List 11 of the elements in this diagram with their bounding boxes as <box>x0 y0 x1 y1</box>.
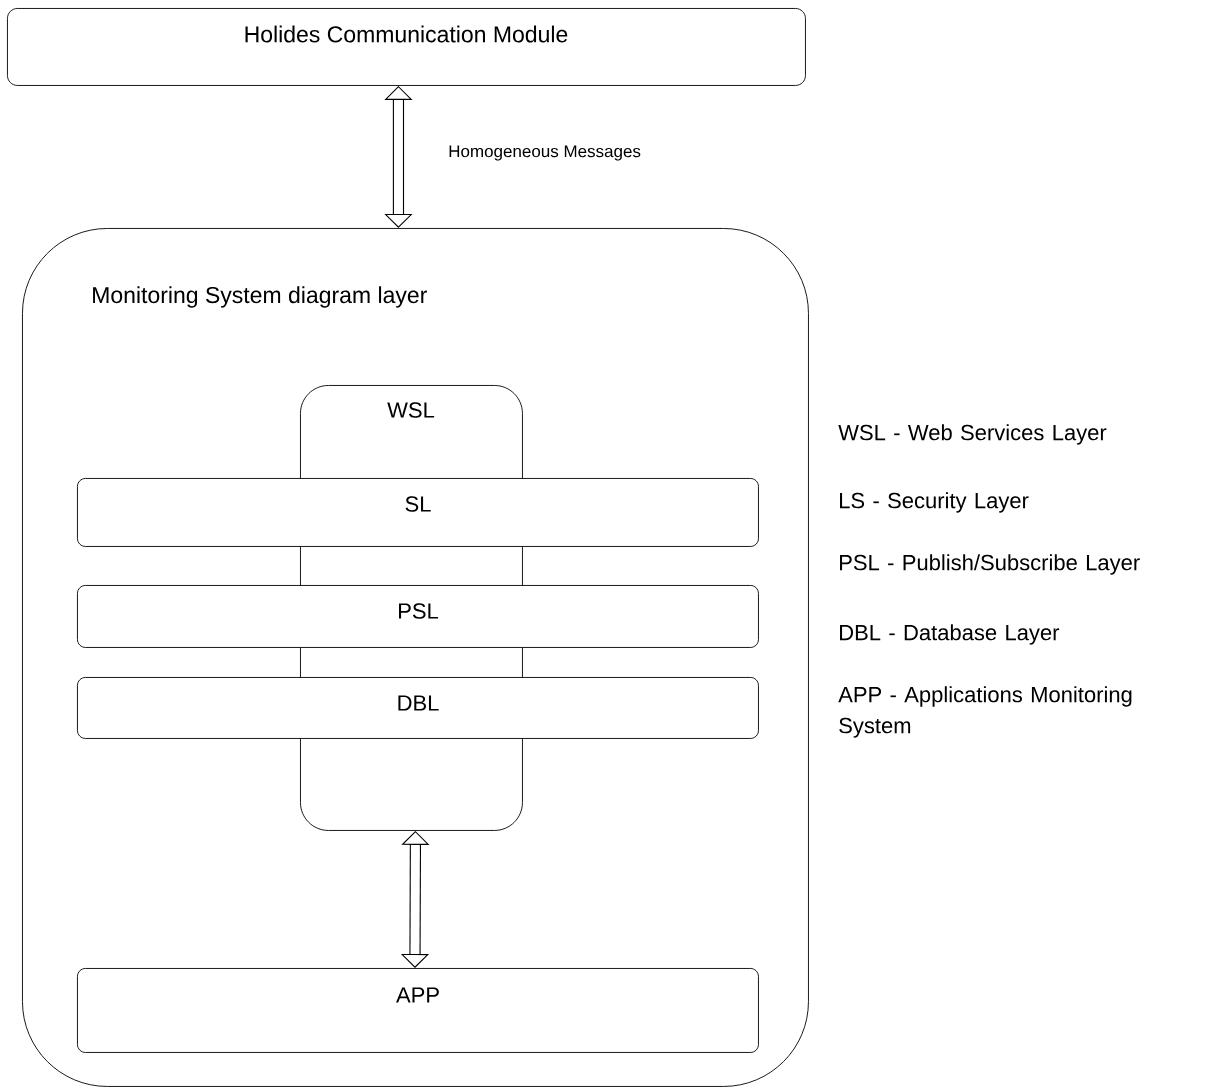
legend-text: WSL - Web Services Layer <box>838 424 1107 445</box>
layer-box: PSL <box>77 585 759 648</box>
legend-text: LS - Security Layer <box>840 492 1029 513</box>
legend-text: PSL - Publish/Subscribe Layer <box>840 554 1140 575</box>
layer-box: DBL <box>77 677 759 739</box>
legend-text: APP - Applications Monitoring System <box>838 686 1132 738</box>
layer-box: APP <box>77 968 759 1053</box>
legend-text: DBL - Database Layer <box>840 624 1060 645</box>
layer-box: SL <box>77 478 759 547</box>
edge-label: Homogeneous Messages <box>449 145 641 161</box>
module-box: Holides Communication Module <box>7 8 806 86</box>
